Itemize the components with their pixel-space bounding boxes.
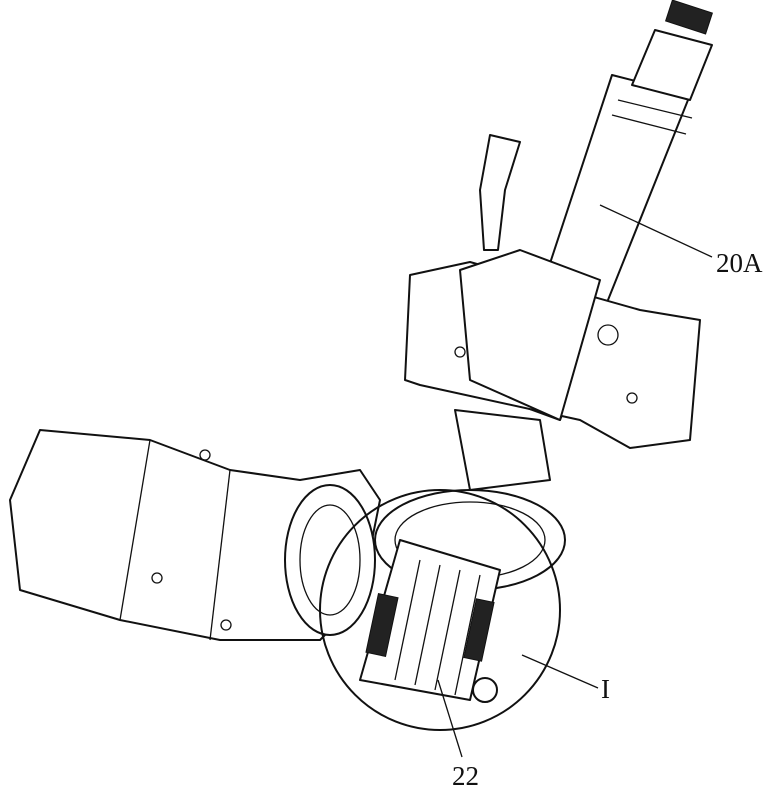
leader-line-I [521, 654, 599, 689]
label-22: 22 [452, 761, 479, 791]
ball-screw-section [365, 559, 495, 696]
electric-motor [9, 429, 381, 641]
leader-line-20A [599, 204, 713, 258]
label-20A: 20A [716, 248, 763, 278]
detail-circle [319, 489, 561, 731]
mounting-bracket [404, 249, 701, 449]
label-I: I [601, 674, 610, 704]
leader-line-22 [437, 679, 463, 758]
tilt-lever [479, 134, 521, 251]
